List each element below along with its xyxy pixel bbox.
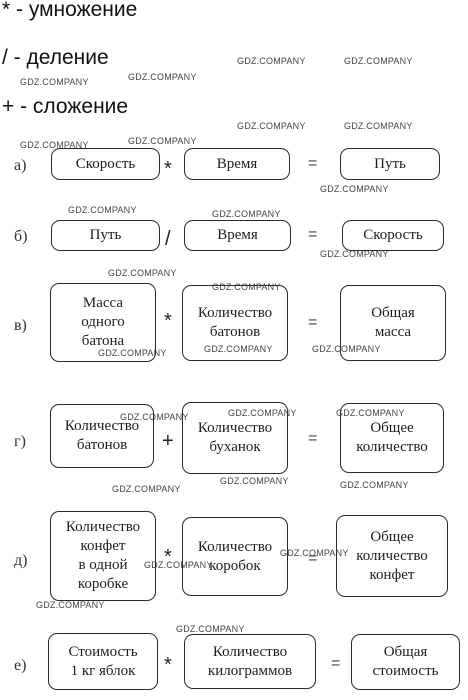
watermark: GDZ.COMPANY <box>336 408 405 418</box>
watermark: GDZ.COMPANY <box>36 600 105 610</box>
operator-equals: = <box>308 430 318 447</box>
row-label: в) <box>14 317 27 334</box>
watermark: GDZ.COMPANY <box>344 121 413 131</box>
operator-equals: = <box>308 155 318 172</box>
legend-multiplication: * - умножение <box>2 0 138 21</box>
watermark: GDZ.COMPANY <box>20 77 89 87</box>
watermark: GDZ.COMPANY <box>204 344 273 354</box>
watermark: GDZ.COMPANY <box>344 56 413 66</box>
operator-equals: = <box>308 314 318 331</box>
box-candies-per-box: Количество конфет в одной коробке <box>50 511 156 601</box>
box-total-cost: Общая стоимость <box>351 634 460 690</box>
row-label: г) <box>14 433 26 450</box>
operator-equals: = <box>331 655 341 672</box>
watermark: GDZ.COMPANY <box>144 560 213 570</box>
watermark: GDZ.COMPANY <box>280 548 349 558</box>
watermark: GDZ.COMPANY <box>212 209 281 219</box>
box-total-candies: Общее количество конфет <box>336 515 448 597</box>
box-speed: Скорость <box>51 148 160 180</box>
watermark: GDZ.COMPANY <box>68 205 137 215</box>
box-bread-count: Количество буханок <box>182 402 288 474</box>
watermark: GDZ.COMPANY <box>312 344 381 354</box>
box-distance: Путь <box>340 148 440 180</box>
watermark: GDZ.COMPANY <box>120 412 189 422</box>
box-kilogram-count: Количество килограммов <box>184 634 316 689</box>
watermark: GDZ.COMPANY <box>212 282 281 292</box>
watermark: GDZ.COMPANY <box>176 624 245 634</box>
legend-addition: + - сложение <box>2 95 129 118</box>
watermark: GDZ.COMPANY <box>128 136 197 146</box>
watermark: GDZ.COMPANY <box>320 184 389 194</box>
watermark: GDZ.COMPANY <box>340 480 409 490</box>
watermark: GDZ.COMPANY <box>98 348 167 358</box>
box-loaf-count: Количество батонов <box>182 285 288 361</box>
watermark: GDZ.COMPANY <box>320 249 389 259</box>
row-label: б) <box>14 228 28 245</box>
operator-multiply: * <box>164 654 172 676</box>
operator-multiply: * <box>164 546 172 568</box>
watermark: GDZ.COMPANY <box>20 140 89 150</box>
box-loaf-mass: Масса одного батона <box>50 283 156 362</box>
box-time: Время <box>184 148 290 180</box>
row-label: е) <box>14 657 27 674</box>
legend-division: / - деление <box>2 46 109 69</box>
operator-divide: / <box>165 228 171 250</box>
box-speed: Скорость <box>342 220 444 251</box>
operator-equals: = <box>308 550 318 567</box>
row-label: д) <box>14 552 28 569</box>
row-label: а) <box>14 157 27 174</box>
watermark: GDZ.COMPANY <box>237 56 306 66</box>
watermark: GDZ.COMPANY <box>220 476 289 486</box>
box-total-count: Общее количество <box>340 403 444 473</box>
operator-add: + <box>162 430 174 452</box>
box-total-mass: Общая масса <box>340 285 446 361</box>
watermark: GDZ.COMPANY <box>112 484 181 494</box>
box-distance: Путь <box>51 220 160 251</box>
operator-equals: = <box>308 226 318 243</box>
box-loaf-count: Количество батонов <box>50 404 154 468</box>
watermark: GDZ.COMPANY <box>237 121 306 131</box>
watermark: GDZ.COMPANY <box>108 268 177 278</box>
operator-multiply: * <box>164 158 172 180</box>
box-apple-price: Стоимость 1 кг яблок <box>48 633 158 690</box>
box-box-count: Количество коробок <box>182 517 288 596</box>
watermark: GDZ.COMPANY <box>128 72 197 82</box>
operator-multiply: * <box>164 310 172 332</box>
box-time: Время <box>184 220 291 251</box>
watermark: GDZ.COMPANY <box>228 408 297 418</box>
